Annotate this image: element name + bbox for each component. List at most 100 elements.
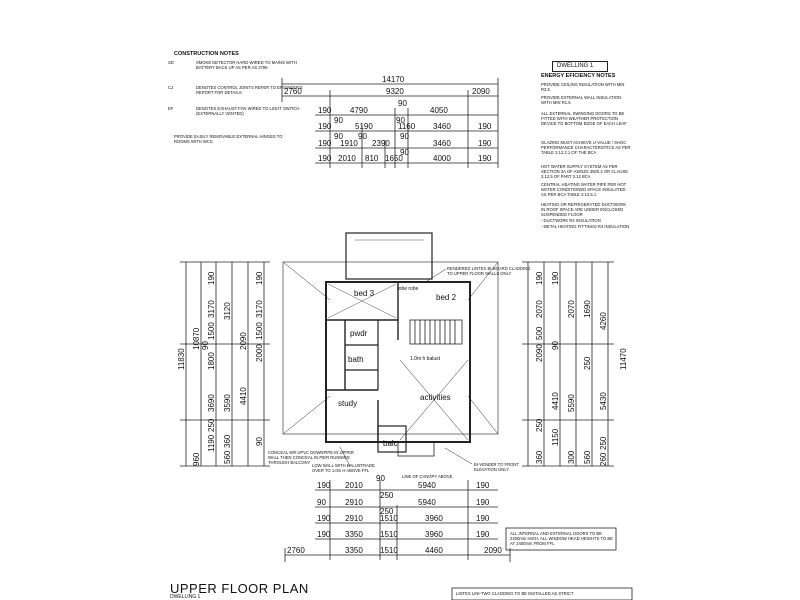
low-wall-note: LOW WALL WITH BALUSTRADE OVER TO 1.0m H … bbox=[312, 463, 375, 473]
dim-left: 1800 bbox=[207, 352, 216, 370]
dim-top: 1910 bbox=[340, 139, 358, 148]
energy-note: - METAL HEATING FITTINGS R4 INSULATION bbox=[541, 224, 630, 229]
dim-right: 4410 bbox=[551, 392, 560, 410]
construction-notes-heading: CONSTRUCTION NOTES bbox=[174, 51, 239, 57]
dim-top: 3460 bbox=[433, 139, 451, 148]
control-joint-icon: CJ bbox=[168, 85, 174, 90]
dim-left: 1500 bbox=[255, 322, 264, 340]
dim-bottom: 250 bbox=[380, 507, 394, 516]
dim-top: 2390 bbox=[372, 139, 390, 148]
dim-right: 250 bbox=[599, 436, 608, 450]
exhaust-fan-icon: EF bbox=[168, 106, 174, 111]
room-bed-2: bed 2 bbox=[436, 293, 457, 302]
energy-note: PROVIDE EXTERNAL WALL INSULATION WITH MI… bbox=[541, 95, 622, 105]
dim-top: 9320 bbox=[386, 87, 404, 96]
energy-note: HEATING OR REFRIGERATED DUCTWORK IN ROOF… bbox=[541, 202, 627, 217]
note-control-joints: DENOTES CONTROL JOINTS REFER TO ENGINEER… bbox=[196, 85, 303, 95]
plan-subtitle: DWELLING 1 bbox=[170, 594, 201, 600]
dim-left: 3170 bbox=[255, 300, 264, 318]
dim-right: 560 bbox=[583, 450, 592, 464]
dim-left: 560 bbox=[223, 450, 232, 464]
dim-top: 190 bbox=[478, 122, 492, 131]
dim-right: 190 bbox=[551, 271, 560, 285]
dim-right: 2070 bbox=[567, 300, 576, 318]
dim-left: 360 bbox=[223, 434, 232, 448]
room-balcony: balc bbox=[383, 439, 398, 448]
dim-top: 4790 bbox=[350, 106, 368, 115]
dim-bottom: 90 bbox=[317, 498, 326, 507]
dim-bottom: 4460 bbox=[425, 546, 443, 555]
dim-top: 4050 bbox=[430, 106, 448, 115]
dim-left: 4410 bbox=[239, 387, 248, 405]
dim-bottom: 1510 bbox=[380, 530, 398, 539]
room-activities: activities bbox=[420, 393, 451, 402]
energy-note: PROVIDE CEILING INSULATION WITH MIN R3.5 bbox=[541, 82, 625, 92]
dim-right: 5430 bbox=[599, 392, 608, 410]
dim-bottom: 3350 bbox=[345, 546, 363, 555]
dim-top: 810 bbox=[365, 154, 379, 163]
dim-right: 5590 bbox=[567, 394, 576, 412]
dim-top: 1160 bbox=[398, 122, 416, 131]
dim-right: 250 bbox=[535, 418, 544, 432]
energy-note: - DUCTWORK R4 INSULATION bbox=[541, 218, 601, 223]
dim-right: 250 bbox=[583, 356, 592, 370]
dim-left: 11830 bbox=[177, 348, 186, 370]
dim-top: 190 bbox=[478, 154, 492, 163]
dim-top: 90 bbox=[400, 148, 409, 157]
dim-left: 190 bbox=[255, 271, 264, 285]
dim-top: 1650 bbox=[385, 154, 403, 163]
dim-bottom: 2010 bbox=[345, 481, 363, 490]
note-smoke-detector: SMOKE DETECTOR HARD-WIRED TO MAINS WITH … bbox=[196, 60, 297, 70]
dim-top: 2010 bbox=[338, 154, 356, 163]
room-bath: bath bbox=[348, 355, 364, 364]
downpipe-note: CONCEAL 90# UPVC DOWNPIPE IN UPPER WALL … bbox=[268, 450, 354, 465]
dim-left: 250 bbox=[207, 418, 216, 432]
energy-note: HOT WATER SUPPLY SYSTEM AS PER SECTION 3… bbox=[541, 164, 629, 179]
dim-bottom: 190 bbox=[476, 530, 490, 539]
dim-bottom: 1510 bbox=[380, 514, 398, 523]
energy-notes-heading: ENERGY EFICIENCY NOTES bbox=[541, 73, 616, 79]
dim-left: 90 bbox=[201, 341, 210, 350]
dim-left: 3170 bbox=[207, 300, 216, 318]
dim-top: 190 bbox=[318, 139, 332, 148]
dim-left: 1190 bbox=[207, 434, 216, 452]
dim-top: 90 bbox=[398, 99, 407, 108]
dim-bottom: 250 bbox=[380, 491, 394, 500]
dim-left: 10870 bbox=[192, 327, 201, 350]
dim-right: 2070 bbox=[535, 300, 544, 318]
dim-bottom: 3960 bbox=[425, 514, 443, 523]
dim-top: 5190 bbox=[355, 122, 373, 131]
dim-top: 2760 bbox=[284, 87, 302, 96]
bi-veneer-note: BI-VENEER TO FRONT ELEVATION ONLY bbox=[474, 462, 519, 472]
dim-right: 260 bbox=[599, 452, 608, 466]
dim-top: 90 bbox=[334, 116, 343, 125]
dim-top: 90 bbox=[400, 132, 409, 141]
dim-bottom: 190 bbox=[317, 514, 331, 523]
dim-bottom: 3350 bbox=[345, 530, 363, 539]
dim-top: 190 bbox=[478, 139, 492, 148]
robe-label: robe robe bbox=[397, 286, 419, 292]
dim-top: 2090 bbox=[472, 87, 490, 96]
dim-left: 2090 bbox=[239, 332, 248, 350]
dim-bottom: 90 bbox=[376, 474, 385, 483]
dim-bottom: 1510 bbox=[380, 546, 398, 555]
dim-right: 4260 bbox=[599, 312, 608, 330]
dim-bottom: 190 bbox=[317, 481, 331, 490]
dim-bottom: 2090 bbox=[484, 546, 502, 555]
room-study: study bbox=[338, 399, 357, 408]
cladding-note: RENDERED LINTEX BI-BOARD CLADDING TO UPP… bbox=[447, 266, 531, 276]
dim-right: 500 bbox=[535, 326, 544, 340]
dim-right: 360 bbox=[535, 450, 544, 464]
room-pwdr: pwdr bbox=[350, 329, 368, 338]
plan-title: UPPER FLOOR PLAN bbox=[170, 581, 309, 596]
dim-top: 190 bbox=[318, 122, 332, 131]
canopy-note: LINE OF CANOPY ABOVE bbox=[402, 474, 453, 479]
dim-right: 90 bbox=[551, 341, 560, 350]
doors-note: ALL INTERNAL AND EXTERNAL DOORS TO BE 24… bbox=[510, 531, 614, 546]
dim-bottom: 2760 bbox=[287, 546, 305, 555]
dim-left: 190 bbox=[207, 271, 216, 285]
energy-note: ALL EXTERNAL SWINGING DOORS TO BE FITTED… bbox=[541, 111, 627, 126]
dim-left: 3120 bbox=[223, 302, 232, 320]
dim-right: 190 bbox=[535, 271, 544, 285]
